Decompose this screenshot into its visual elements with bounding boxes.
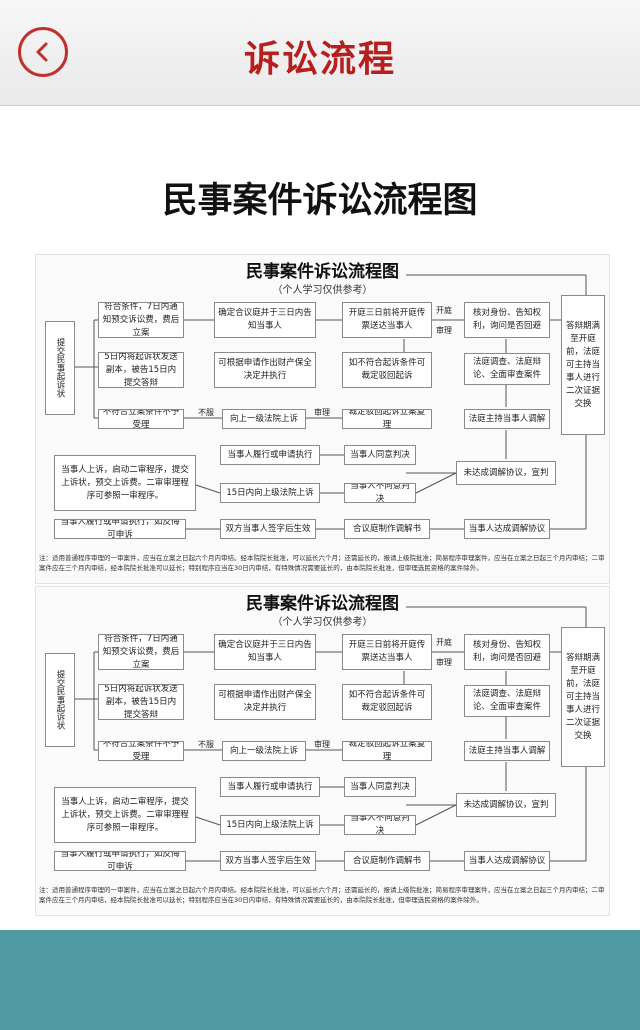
flow-label: 审理 [314, 740, 330, 749]
flow-step: 双方当事人签字后生效 [220, 851, 316, 871]
flow-label: 审理 [314, 408, 330, 417]
flow-step: 法庭调查、法庭辩论、全面审查案件 [464, 353, 550, 385]
flow-step: 当事人履行或申请执行，如反悔可申诉 [54, 519, 186, 539]
flow-step: 当事人履行或申请执行，如反悔可申诉 [54, 851, 186, 871]
back-button[interactable] [18, 27, 68, 77]
flowchart-title: 民事案件诉讼流程图 [246, 594, 399, 614]
flow-step: 未达成调解协议，宣判 [456, 461, 556, 485]
flow-step: 提交民事起诉状 [45, 321, 75, 415]
flowchart-title: 民事案件诉讼流程图 [246, 262, 399, 282]
flow-step: 核对身份、告知权利，询问是否回避 [464, 634, 550, 670]
flow-step: 向上一级法院上诉 [222, 741, 306, 761]
flow-step: 当事人不同意判决 [344, 815, 416, 835]
flowchart-image: 民事案件诉讼流程图 （个人学习仅供参考） [35, 254, 610, 584]
flow-step: 不符合立案条件不予受理 [98, 409, 184, 429]
flow-step: 符合条件，7日内通知预交诉讼费，费后立案 [98, 634, 184, 670]
chevron-left-icon [36, 42, 48, 62]
flow-label: 审理 [436, 658, 452, 667]
flowchart-connectors [75, 606, 587, 862]
flowchart-note: 注：适用普通程序审理的一审案件，应当在立案之日起六个月内审结。经本院院长批准，可… [39, 886, 605, 904]
flow-label: 不服 [198, 408, 214, 417]
flow-step: 当事人上诉，启动二审程序，提交上诉状，预交上诉费。二审审理程序可参照一审程序。 [54, 455, 196, 511]
flow-step: 答辩期满至开庭前，法庭可主持当事人进行二次证据交换 [561, 627, 605, 767]
flow-label: 审理 [436, 326, 452, 335]
flow-step: 当事人履行或申请执行 [220, 445, 320, 465]
flow-step: 当事人不同意判决 [344, 483, 416, 503]
flow-step: 当事人上诉，启动二审程序，提交上诉状，预交上诉费。二审审理程序可参照一审程序。 [54, 787, 196, 843]
flow-step: 开庭三日前将开庭传票送达当事人 [342, 634, 432, 670]
page-title: 诉讼流程 [243, 39, 396, 80]
flow-step: 裁定驳回起诉立案复理 [342, 741, 432, 761]
footer-bar [0, 930, 640, 1030]
flow-step: 5日内将起诉状发送副本，被告15日内提交答辩 [98, 352, 184, 388]
flow-step: 如不符合起诉条件可裁定驳回起诉 [342, 684, 432, 720]
flow-step: 法庭主持当事人调解 [464, 741, 550, 761]
flow-step: 确定合议庭并于三日内告知当事人 [214, 302, 316, 338]
app-header: 诉讼流程 [0, 0, 640, 106]
flow-step: 法庭主持当事人调解 [464, 409, 550, 429]
flow-label: 开庭 [436, 306, 452, 315]
flowchart-subtitle: （个人学习仅供参考） [272, 617, 373, 628]
flow-step: 可根据申请作出财产保全决定并执行 [214, 352, 316, 388]
flow-step: 法庭调查、法庭辩论、全面审查案件 [464, 685, 550, 717]
flow-step: 裁定驳回起诉立案复理 [342, 409, 432, 429]
flow-step: 5日内将起诉状发送副本，被告15日内提交答辩 [98, 684, 184, 720]
flow-step: 当事人同意判决 [344, 445, 416, 465]
flow-step: 向上一级法院上诉 [222, 409, 306, 429]
flow-step: 开庭三日前将开庭传票送达当事人 [342, 302, 432, 338]
flow-step: 双方当事人签字后生效 [220, 519, 316, 539]
flow-step: 未达成调解协议，宣判 [456, 793, 556, 817]
flow-step: 当事人履行或申请执行 [220, 777, 320, 797]
flow-step: 提交民事起诉状 [45, 653, 75, 747]
flow-step: 当事人达成调解协议 [464, 519, 550, 539]
flow-label: 开庭 [436, 638, 452, 647]
flowchart-image: 民事案件诉讼流程图 （个人学习仅供参考） [35, 586, 610, 916]
article-heading: 民事案件诉讼流程图 [162, 181, 478, 221]
flow-step: 核对身份、告知权利，询问是否回避 [464, 302, 550, 338]
flow-step: 合议庭制作调解书 [344, 851, 430, 871]
flow-step: 15日内向上级法院上诉 [220, 815, 320, 835]
flow-step: 不符合立案条件不予受理 [98, 741, 184, 761]
flowchart-subtitle: （个人学习仅供参考） [272, 285, 373, 296]
flow-step: 当事人同意判决 [344, 777, 416, 797]
flow-step: 如不符合起诉条件可裁定驳回起诉 [342, 352, 432, 388]
flowchart-note: 注：适用普通程序审理的一审案件，应当在立案之日起六个月内审结。经本院院长批准，可… [39, 554, 605, 572]
flow-step: 可根据申请作出财产保全决定并执行 [214, 684, 316, 720]
flow-label: 不服 [198, 740, 214, 749]
flow-step: 当事人达成调解协议 [464, 851, 550, 871]
flow-step: 合议庭制作调解书 [344, 519, 430, 539]
flow-step: 答辩期满至开庭前，法庭可主持当事人进行二次证据交换 [561, 295, 605, 435]
flowchart-connectors [75, 274, 587, 530]
flow-step: 15日内向上级法院上诉 [220, 483, 320, 503]
flow-step: 确定合议庭并于三日内告知当事人 [214, 634, 316, 670]
flow-step: 符合条件，7日内通知预交诉讼费，费后立案 [98, 302, 184, 338]
